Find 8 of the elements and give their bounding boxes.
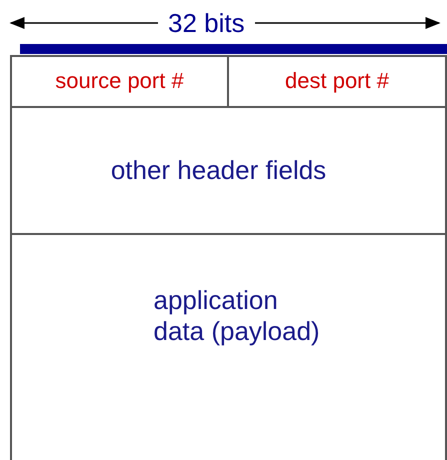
header-field bbox=[10, 106, 447, 235]
field-label: other header fields bbox=[110, 154, 326, 186]
header-field bbox=[10, 233, 447, 460]
field-label: source port # bbox=[55, 68, 184, 95]
field-label: application data (payload) bbox=[154, 285, 321, 348]
field-label: dest port # bbox=[285, 68, 389, 95]
header-field bbox=[227, 55, 447, 108]
header-field bbox=[10, 55, 229, 108]
